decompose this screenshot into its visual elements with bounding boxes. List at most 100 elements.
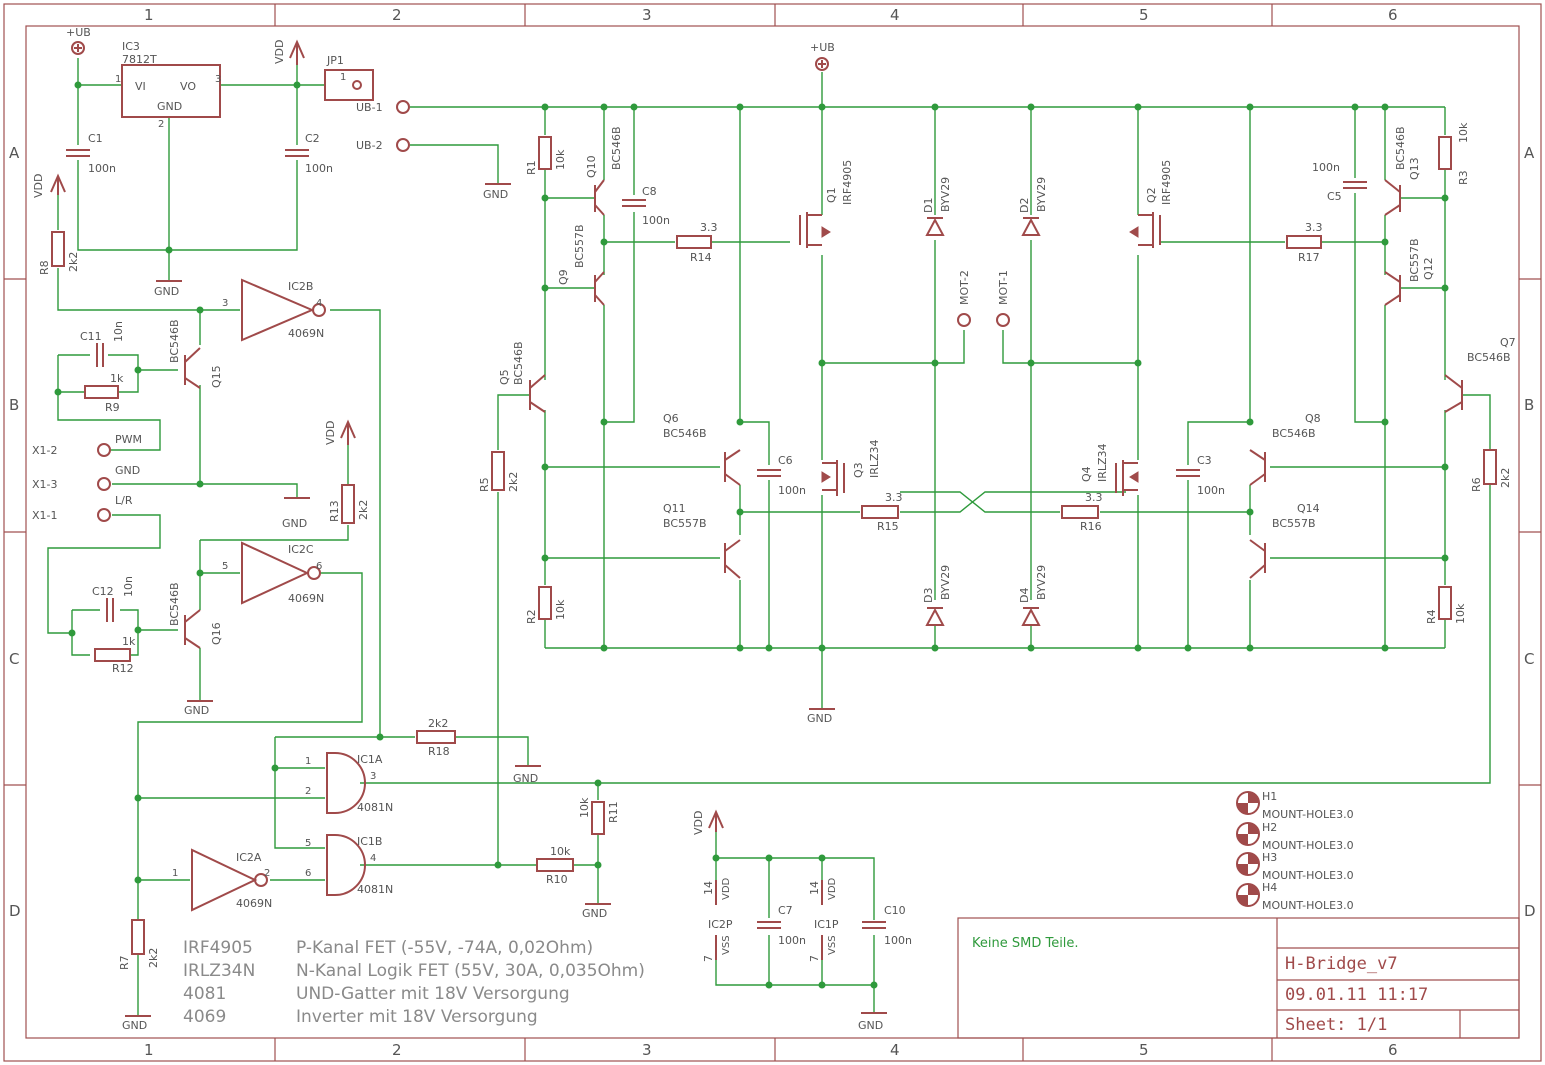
parts-notes: IRF4905 P-Kanal FET (-55V, -74A, 0,02Ohm… <box>183 938 645 1027</box>
ref: C7 <box>778 904 793 917</box>
ref: Q2 <box>1145 187 1158 203</box>
ref: R15 <box>877 520 899 533</box>
diodes: D1 BYV29 D2 BYV29 D3 BYV29 D4 BYV29 <box>922 177 1048 626</box>
wires <box>47 58 1491 1015</box>
col-label: 3 <box>642 6 652 24</box>
mount-hole-icon <box>1236 791 1260 815</box>
resistors: R1 10k R2 10k R3 10k R4 10k R5 2k2 R6 2k… <box>38 122 1512 970</box>
ref: IC2P <box>708 918 733 931</box>
ref: R4 <box>1425 609 1438 624</box>
value: BC546B <box>1394 126 1407 170</box>
ref: Q8 <box>1305 412 1321 425</box>
ref: Q1 <box>825 187 838 203</box>
ground-symbols: GND GND GND GND GND GND GND GND GND <box>122 183 887 1032</box>
col-label: 2 <box>392 6 402 24</box>
hole-ref: H4 <box>1262 881 1277 894</box>
supply-plus-ub-2: +UB <box>810 41 835 71</box>
value: BC546B <box>610 126 623 170</box>
pin-num: 1 <box>340 72 346 83</box>
label: GND <box>858 1019 883 1032</box>
value: IRF4905 <box>841 160 854 205</box>
value: IRLZ34 <box>1096 443 1109 482</box>
ref: R13 <box>328 500 341 522</box>
value: 10k <box>1454 603 1467 624</box>
ref: IC2A <box>236 851 262 864</box>
note-part: 4081 <box>183 984 226 1004</box>
ref: C11 <box>80 330 102 343</box>
value: 4069N <box>288 327 324 340</box>
ref: R3 <box>1457 170 1470 185</box>
hole-ref: H2 <box>1262 821 1277 834</box>
pin-num: 1 <box>172 868 178 879</box>
regulator-ic3: IC3 7812T VI VO GND 1 3 2 <box>115 40 221 130</box>
title-block: Keine SMD Teile. H-Bridge_v7 09.01.11 11… <box>957 917 1520 1039</box>
supply-vdd-arrow: VDD VDD VDD VDD <box>32 39 724 835</box>
value: 2k2 <box>147 948 160 968</box>
hole-value: MOUNT-HOLE3.0 <box>1262 869 1354 882</box>
pin-num: 7 <box>808 955 821 962</box>
label: VDD <box>324 421 337 445</box>
ref: Q16 <box>210 622 223 645</box>
pin-num: 5 <box>305 838 311 849</box>
mount-holes: H1 MOUNT-HOLE3.0 H2 MOUNT-HOLE3.0 H3 MOU… <box>1236 790 1354 912</box>
connector-pads: UB-1 UB-2 MOT-2 MOT-1 X1-2 PWM X1-3 GND … <box>32 100 1010 522</box>
col-label: 5 <box>1139 1041 1149 1059</box>
value: 100n <box>1312 161 1340 174</box>
project-datetime: 09.01.11 11:17 <box>1285 985 1428 1005</box>
pin-num: 3 <box>370 771 376 782</box>
ref: R12 <box>112 662 134 675</box>
ref: R2 <box>525 609 538 624</box>
value: BYV29 <box>1035 177 1048 212</box>
value: 10k <box>578 797 591 818</box>
ref: C10 <box>884 904 906 917</box>
pad-label: X1-2 <box>32 444 58 457</box>
pin-vi: VI <box>135 80 146 93</box>
value: 100n <box>778 484 806 497</box>
bjt-transistors: Q10 BC546B Q9 BC557B Q5 BC546B Q6 BC546B… <box>168 126 1516 649</box>
ref: Q5 <box>498 369 511 385</box>
jumper-jp1: JP1 1 <box>324 54 374 101</box>
pad-label: MOT-2 <box>958 270 971 305</box>
value: 2k2 <box>428 717 448 730</box>
value: 7812T <box>122 53 157 66</box>
pin-num: 2 <box>264 868 270 879</box>
mount-hole-icon <box>1236 822 1260 846</box>
value: BC546B <box>1467 351 1511 364</box>
ref: R9 <box>105 401 120 414</box>
ref: Q14 <box>1297 502 1320 515</box>
ref: C2 <box>305 132 320 145</box>
col-label: 3 <box>642 1041 652 1059</box>
value: 10k <box>554 599 567 620</box>
ref: R18 <box>428 745 450 758</box>
ref: IC1P <box>814 918 839 931</box>
pin-num: 6 <box>305 868 311 879</box>
ref: JP1 <box>326 54 344 67</box>
value: 2k2 <box>357 500 370 520</box>
col-label: 5 <box>1139 6 1149 24</box>
note-part: IRF4905 <box>183 938 253 958</box>
pin-gnd: GND <box>157 100 182 113</box>
pin-name: VSS <box>827 935 838 955</box>
ref: D3 <box>922 588 935 603</box>
value: 4081N <box>357 801 393 814</box>
pin-num: 14 <box>808 881 821 895</box>
pad-label: UB-2 <box>356 139 383 152</box>
value: 100n <box>642 214 670 227</box>
pin-num: 7 <box>702 955 715 962</box>
ref: C1 <box>88 132 103 145</box>
ref: IC2C <box>288 543 314 556</box>
pin-num: 4 <box>316 298 322 309</box>
value: BC546B <box>168 582 181 626</box>
row-label: A <box>1524 144 1535 162</box>
inverter-ic2a: IC2A 4069N 1 2 <box>172 848 272 912</box>
gate-power-pins: IC2P 14 7 VDD VSS IC1P 14 7 VDD VSS <box>702 877 839 962</box>
value: 10k <box>1457 122 1470 143</box>
hole-ref: H1 <box>1262 790 1277 803</box>
value: BC557B <box>663 517 707 530</box>
value: BC546B <box>663 427 707 440</box>
ref: Q15 <box>210 365 223 388</box>
value: 3.3 <box>885 491 903 504</box>
ref: R14 <box>690 251 712 264</box>
